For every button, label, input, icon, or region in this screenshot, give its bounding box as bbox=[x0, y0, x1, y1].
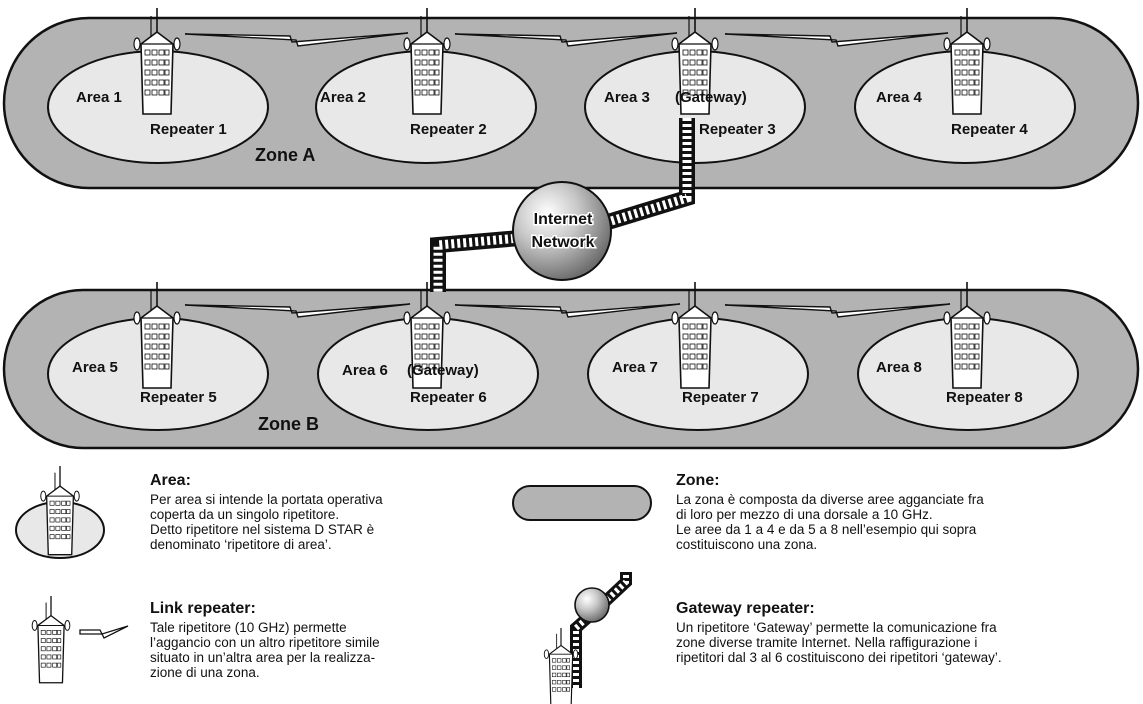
internet-label: Internet bbox=[534, 211, 593, 228]
gateway-repeater-legend-icon bbox=[543, 572, 632, 704]
zone-legend-title: Zone: bbox=[676, 472, 720, 489]
link-repeater-legend-title: Link repeater: bbox=[150, 600, 256, 617]
area-legend-icon bbox=[15, 465, 105, 559]
repeater-6-label: Repeater 6 bbox=[410, 389, 487, 406]
gateway-repeater-legend: Gateway repeater: Un ripetitore ‘Gateway… bbox=[676, 600, 1136, 665]
link-repeater-legend-text: Tale ripetitore (10 GHz) permette l’agga… bbox=[150, 620, 380, 680]
area-7-label: Area 7 bbox=[612, 359, 658, 376]
zone-legend-text: La zona è composta da diverse aree aggan… bbox=[676, 492, 984, 552]
repeater-8-label: Repeater 8 bbox=[946, 389, 1023, 406]
internet-link-zone-a bbox=[605, 118, 695, 230]
gateway-label-area-6: (Gateway) bbox=[407, 362, 479, 379]
internet-link-zone-b bbox=[430, 230, 521, 292]
gateway-repeater-legend-title: Gateway repeater: bbox=[676, 600, 815, 617]
zone-b-label: Zone B bbox=[258, 414, 319, 434]
link-repeater-legend-icon bbox=[31, 595, 129, 684]
link-repeater-legend: Link repeater: Tale ripetitore (10 GHz) … bbox=[150, 600, 490, 680]
repeater-3-label: Repeater 3 bbox=[699, 121, 776, 138]
zone-legend: Zone: La zona è composta da diverse aree… bbox=[676, 472, 1096, 552]
zone-a-label: Zone A bbox=[255, 145, 315, 165]
internet-globe bbox=[512, 181, 612, 281]
area-legend-text: Per area si intende la portata operativa… bbox=[150, 492, 383, 552]
area-legend: Area: Per area si intende la portata ope… bbox=[150, 472, 490, 552]
area-4-label: Area 4 bbox=[876, 89, 923, 106]
area-legend-title: Area: bbox=[150, 472, 191, 489]
zone-legend-icon bbox=[512, 485, 652, 521]
area-2-label: Area 2 bbox=[320, 89, 366, 106]
repeater-4-label: Repeater 4 bbox=[951, 121, 1028, 138]
zone-b-band bbox=[2, 288, 1140, 450]
area-3-label: Area 3 bbox=[604, 89, 650, 106]
repeater-5-label: Repeater 5 bbox=[140, 389, 217, 406]
link-bolts-zone-b bbox=[184, 303, 951, 318]
area-8-label: Area 8 bbox=[876, 359, 922, 376]
gateway-label-area-3: (Gateway) bbox=[675, 89, 747, 106]
repeater-1-label: Repeater 1 bbox=[150, 121, 227, 138]
link-bolts-zone-a bbox=[184, 32, 949, 47]
network-label: Network bbox=[531, 234, 594, 251]
area-6-label: Area 6 bbox=[342, 362, 388, 379]
repeater-7-label: Repeater 7 bbox=[682, 389, 759, 406]
gateway-repeater-legend-text: Un ripetitore ‘Gateway’ permette la comu… bbox=[676, 620, 1002, 665]
area-1-label: Area 1 bbox=[76, 89, 122, 106]
repeater-2-label: Repeater 2 bbox=[410, 121, 487, 138]
area-5-label: Area 5 bbox=[72, 359, 118, 376]
